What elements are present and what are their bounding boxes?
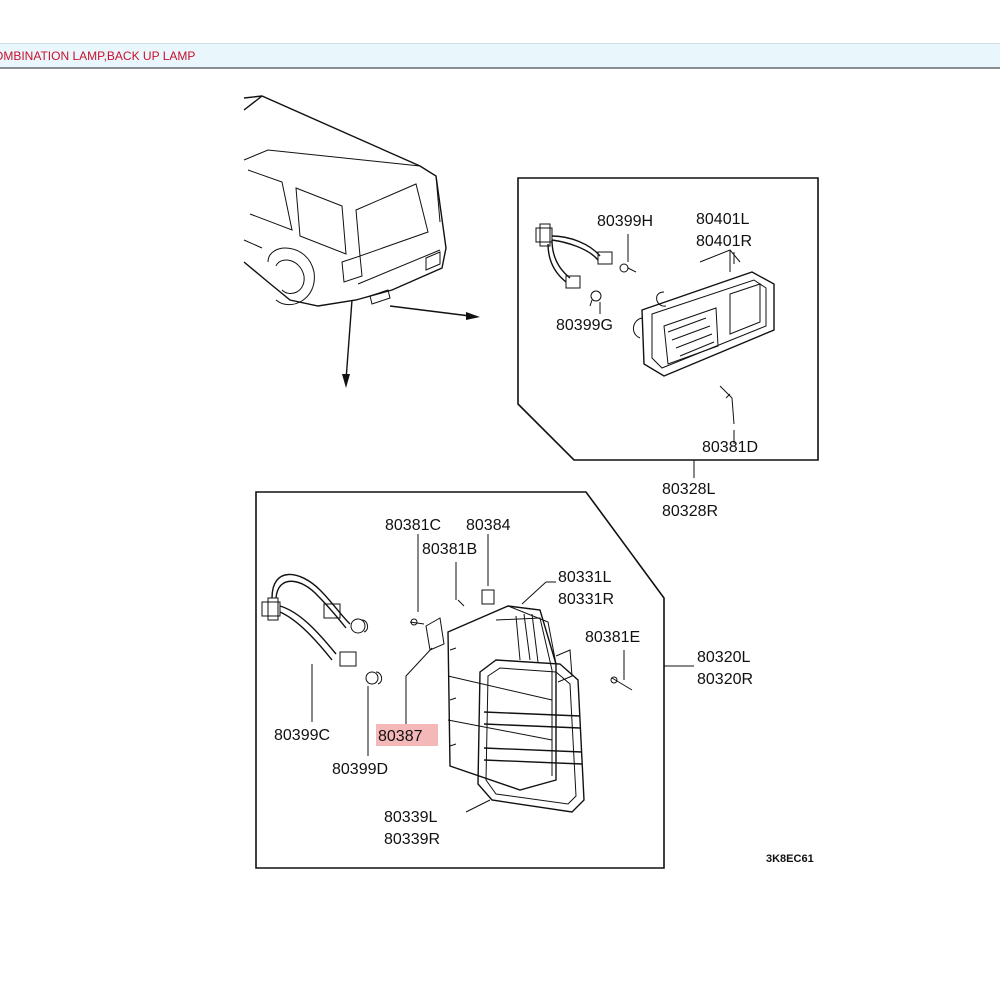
part-label-80399G: 80399G [556,317,613,334]
part-label-80399H: 80399H [597,213,653,230]
part-label-80399C: 80399C [274,727,330,744]
combination-lamp-wiring-harness [261,573,383,685]
lamp-bezel-80339 [477,659,585,813]
backup-lamp-wiring-harness [535,223,637,307]
part-label-80320R: 80320R [697,671,753,688]
part-label-80339L: 80339L [384,809,437,826]
backup-lamp-housing [633,249,775,377]
part-label-80331R: 80331R [558,591,614,608]
figure-code: 3K8EC61 [766,853,814,865]
part-label-80328R: 80328R [662,503,718,520]
page-title: OMBINATION LAMP,BACK UP LAMP [0,49,196,63]
part-label-80384: 80384 [466,517,511,534]
backup-lamp-group: 80399H 80401L 80401R 80399G 80381D 80328… [517,177,819,520]
part-label-80320L: 80320L [697,649,750,666]
parts-diagram: 80399H 80401L 80401R 80399G 80381D 80328… [243,95,819,869]
fastener-80381B [455,562,465,607]
combination-lamp-lens [447,605,573,791]
part-label-80387[interactable]: 80387 [378,728,423,745]
fastener-80384 [481,534,495,605]
part-label-80381E: 80381E [585,629,640,646]
part-label-80381D: 80381D [702,439,758,456]
part-label-80399D: 80399D [332,761,388,778]
vehicle-illustration [243,95,480,388]
part-label-80339R: 80339R [384,831,440,848]
combination-lamp-group: 80381C 80384 80381B 80331L 80331R 80381E… [255,491,814,869]
title-bar: OMBINATION LAMP,BACK UP LAMP [0,43,1000,69]
part-label-80381B: 80381B [422,541,477,558]
part-label-80401R: 80401R [696,233,752,250]
highlight-80387 [376,724,438,746]
part-label-80328L: 80328L [662,481,715,498]
part-label-80381C: 80381C [385,517,441,534]
part-label-80331L: 80331L [558,569,611,586]
fastener-80381C [409,534,425,626]
bracket-80387 [405,617,445,730]
part-label-80401L: 80401L [696,211,749,228]
